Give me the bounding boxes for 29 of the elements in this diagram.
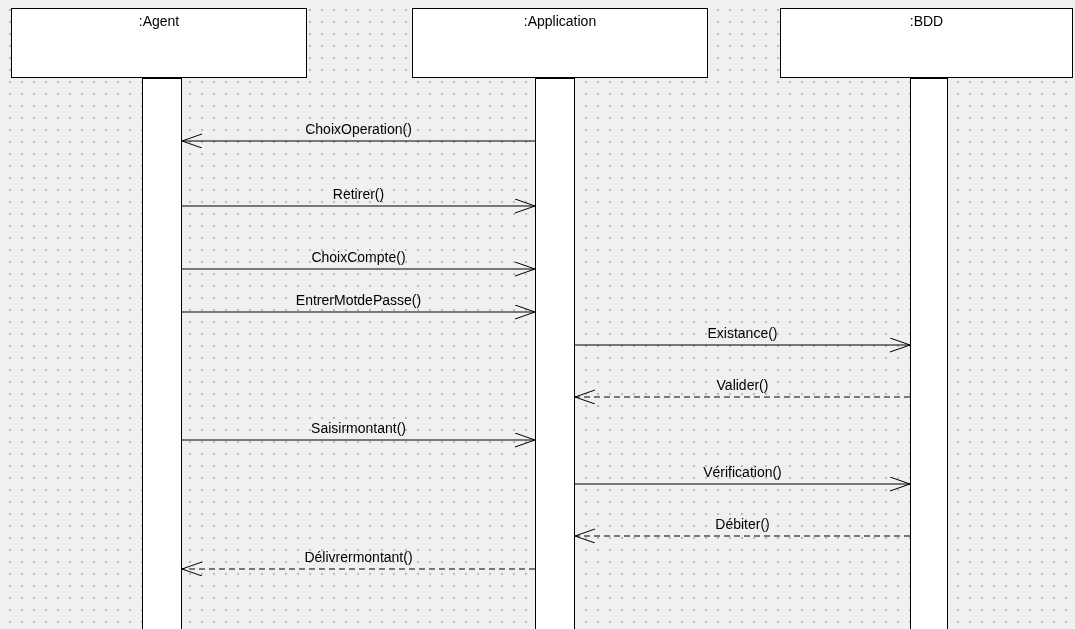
activation-bar bbox=[910, 78, 948, 629]
message-arrow bbox=[181, 304, 536, 320]
return-message-arrow bbox=[181, 561, 536, 577]
lifeline-header bbox=[412, 8, 708, 78]
message-arrow bbox=[181, 261, 536, 277]
lifeline-header bbox=[780, 8, 1073, 78]
lifeline-name: :BDD bbox=[909, 13, 944, 29]
message-label: Valider() bbox=[716, 377, 769, 393]
message-label: Débiter() bbox=[715, 516, 770, 532]
message-label: Existance() bbox=[707, 325, 778, 341]
lifeline-header bbox=[11, 8, 307, 78]
return-message-arrow bbox=[574, 528, 911, 544]
activation-bar bbox=[142, 78, 182, 629]
message-label: Retirer() bbox=[332, 186, 385, 202]
lifeline-name: :Agent bbox=[138, 13, 180, 29]
activation-bar bbox=[535, 78, 575, 629]
message-arrow bbox=[181, 432, 536, 448]
message-arrow bbox=[574, 337, 911, 353]
message-label: Vérification() bbox=[703, 464, 782, 480]
message-arrow bbox=[574, 476, 911, 492]
message-arrow bbox=[181, 133, 536, 149]
lifeline-name: :Application bbox=[523, 13, 597, 29]
message-arrow bbox=[181, 198, 536, 214]
message-label: EntrerMotdePasse() bbox=[295, 292, 422, 308]
message-label: Délivrermontant() bbox=[304, 549, 413, 565]
return-message-arrow bbox=[574, 389, 911, 405]
message-label: Saisirmontant() bbox=[311, 420, 406, 436]
message-label: ChoixCompte() bbox=[311, 249, 406, 265]
message-label: ChoixOperation() bbox=[305, 121, 412, 137]
